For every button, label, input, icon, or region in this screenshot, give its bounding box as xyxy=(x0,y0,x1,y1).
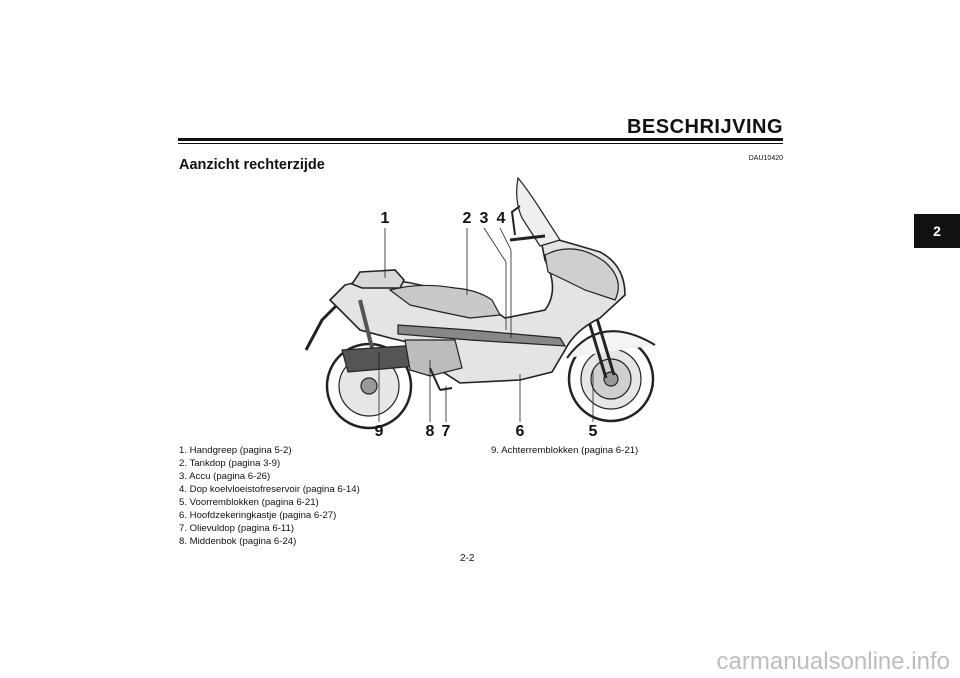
chapter-tab[interactable]: 2 xyxy=(914,214,960,248)
legend-item: 5. Voorremblokken (pagina 6-21) xyxy=(179,497,319,508)
watermark: carmanualsonline.info xyxy=(716,648,950,675)
legend-left: 1. Handgreep (pagina 5-2) 2. Tankdop (pa… xyxy=(179,444,360,548)
header-rule-thin xyxy=(178,143,783,144)
legend-item: 3. Accu (pagina 6-26) xyxy=(179,471,271,482)
page-number: 2-2 xyxy=(460,553,475,564)
callout-2: 2 xyxy=(462,210,472,227)
legend-right: 9. Achterremblokken (pagina 6-21) xyxy=(491,444,638,457)
mirror xyxy=(510,205,521,236)
front-fork xyxy=(586,314,616,379)
section-heading: Aanzicht rechterzijde xyxy=(179,157,325,173)
callout-3: 3 xyxy=(479,210,489,227)
callout-6: 6 xyxy=(515,423,525,440)
grab-rail xyxy=(350,269,405,289)
legend-item: 4. Dop koelvloeistofreservoir (pagina 6-… xyxy=(179,484,360,495)
front-cowl xyxy=(544,248,619,301)
rear-shock xyxy=(358,299,374,349)
page-title: BESCHRIJVING xyxy=(626,116,783,138)
callout-7: 7 xyxy=(441,423,451,440)
legend-item: 6. Hoofdzekeringkastje (pagina 6-27) xyxy=(179,510,337,521)
leader-4 xyxy=(499,227,512,251)
callout-5: 5 xyxy=(588,423,598,440)
callout-9: 9 xyxy=(374,423,384,440)
legend-item: 1. Handgreep (pagina 5-2) xyxy=(179,445,292,456)
header-rule xyxy=(178,138,783,141)
legend-item: 9. Achterremblokken (pagina 6-21) xyxy=(491,445,639,456)
leader-3 xyxy=(483,227,507,263)
front-fender xyxy=(566,330,656,359)
handlebar xyxy=(509,234,546,242)
callout-1: 1 xyxy=(380,210,390,227)
document-code: DAU10420 xyxy=(748,155,783,162)
body-stripe xyxy=(397,324,567,347)
engine xyxy=(404,339,463,377)
callout-4: 4 xyxy=(496,210,506,227)
legend-item: 8. Middenbok (pagina 6-24) xyxy=(179,536,297,547)
windscreen xyxy=(516,176,561,247)
chapter-tab-number: 2 xyxy=(933,223,941,239)
legend-item: 7. Olievuldop (pagina 6-11) xyxy=(179,523,295,534)
callout-8: 8 xyxy=(425,423,435,440)
legend-item: 2. Tankdop (pagina 3-9) xyxy=(179,458,281,469)
seat xyxy=(388,284,501,319)
